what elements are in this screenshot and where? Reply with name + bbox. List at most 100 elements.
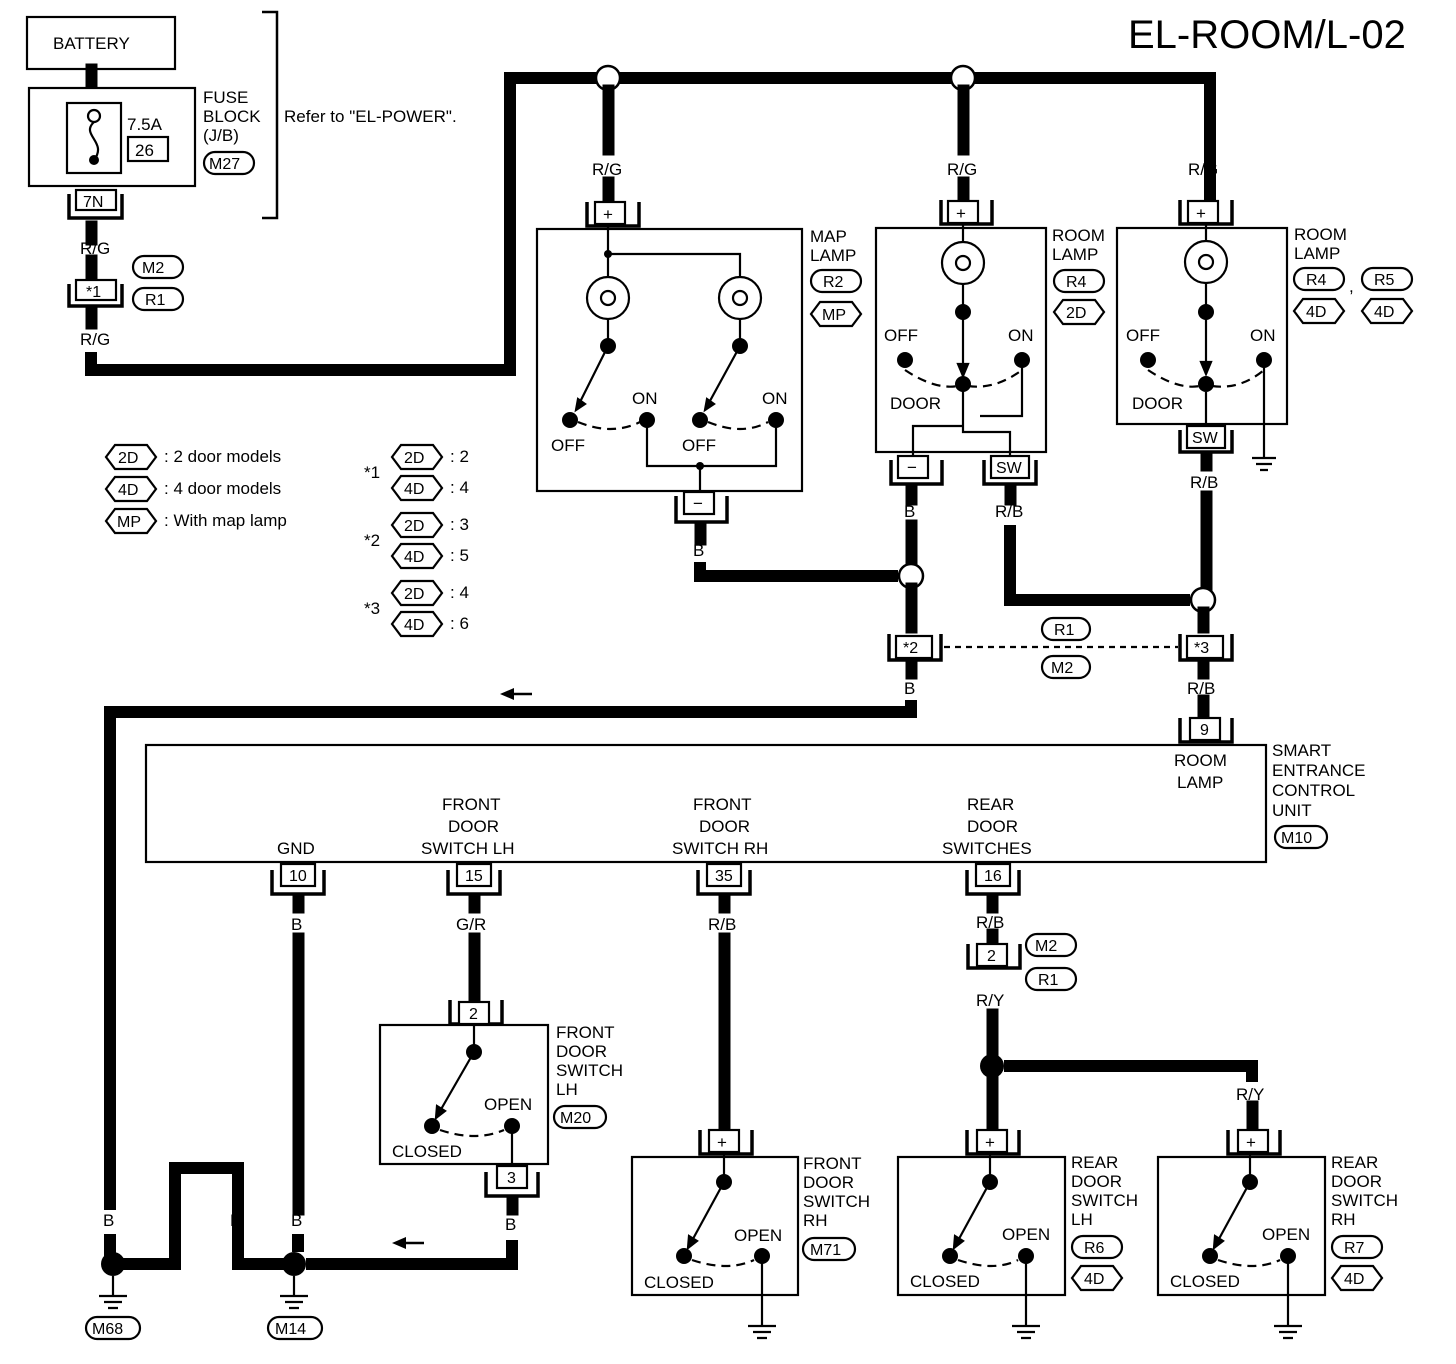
secu-fl-label: SWITCH LH	[421, 839, 515, 858]
connector-r1: R1	[145, 292, 166, 309]
fuse-number: 26	[135, 141, 154, 160]
legend-value: : 4	[450, 583, 469, 602]
page-title: EL-ROOM/L-02	[1128, 13, 1406, 57]
fdsw-rh-box	[630, 1155, 800, 1297]
ground-icon	[1012, 1256, 1040, 1340]
pin-minus: −	[907, 458, 917, 477]
secu-fr-label: FRONT	[693, 795, 752, 814]
fdsw-rh-label: RH	[803, 1211, 828, 1230]
legend-mp-desc: : With map lamp	[164, 511, 287, 530]
fuse-element-icon	[88, 121, 100, 161]
wire-label: B	[291, 1211, 302, 1230]
connector-r1: R1	[1054, 622, 1075, 639]
rdsw-rh-label: SWITCH	[1331, 1191, 1398, 1210]
battery-label: BATTERY	[53, 34, 130, 53]
connector-r4: R4	[1066, 274, 1087, 291]
connector-m68: M68	[92, 1321, 123, 1338]
fuse-label-1: FUSE	[203, 88, 248, 107]
wire-label: R/B	[995, 502, 1023, 521]
fdsw-rh-label: DOOR	[803, 1173, 854, 1192]
secu-fr-label: SWITCH RH	[672, 839, 768, 858]
map-lamp: R/G + ON ON OFF OFF MAP LAMP R2 MP	[535, 64, 898, 582]
off-label: OFF	[682, 436, 716, 455]
off-label: OFF	[551, 436, 585, 455]
pin-plus: +	[956, 204, 966, 223]
badge-2d: 2D	[404, 586, 424, 603]
pin-9: 9	[1200, 722, 1209, 739]
smart-entrance-control-unit: 9 ROOM LAMP SMART ENTRANCE CONTROL UNIT …	[144, 716, 1366, 896]
connector-m71: M71	[810, 1242, 841, 1259]
map-lamp-label: LAMP	[810, 246, 856, 265]
rdsw-rh-label: DOOR	[1331, 1172, 1382, 1191]
pin-plus: +	[1196, 204, 1206, 223]
rdsw-rh-label: REAR	[1331, 1153, 1378, 1172]
legend-2d-desc: : 2 door models	[164, 447, 281, 466]
ground-icon	[748, 1256, 776, 1340]
room-lamp-label: ROOM	[1052, 226, 1105, 245]
door-label: DOOR	[890, 394, 941, 413]
badge-2d: 2D	[404, 518, 424, 535]
secu-gnd-label: GND	[277, 839, 315, 858]
pin-2: 2	[987, 948, 996, 965]
on-label: ON	[632, 389, 658, 408]
fdsw-lh-label: SWITCH	[556, 1061, 623, 1080]
legend-value: : 2	[450, 447, 469, 466]
bulb-icon	[1183, 239, 1229, 285]
ground-section: B B B B B M68 M14	[84, 894, 518, 1341]
rdsw-lh-box	[896, 1155, 1067, 1297]
closed-label: CLOSED	[1170, 1272, 1240, 1291]
pin-plus: +	[1246, 1133, 1256, 1152]
ground-icon	[1252, 456, 1276, 472]
pin-10: 10	[289, 868, 307, 885]
wire-label: R/Y	[1236, 1085, 1264, 1104]
secu-label: ENTRANCE	[1272, 761, 1366, 780]
room-lamp-label: ROOM	[1294, 225, 1347, 244]
pin-plus: +	[985, 1133, 995, 1152]
wire-label: R/G	[947, 160, 977, 179]
connector-m10: M10	[1281, 830, 1312, 847]
room-lamp-2d: R/G + OFF ON DOOR − SW ROOM LAMP R4 2D	[874, 64, 1190, 634]
pin-plus: +	[717, 1133, 727, 1152]
wire-label: R/G	[1188, 160, 1218, 179]
fdsw-lh-label: FRONT	[556, 1023, 615, 1042]
room-lamp-label: LAMP	[1294, 244, 1340, 263]
ground-icon	[1274, 1256, 1302, 1340]
wire-label: B	[693, 541, 704, 560]
bulb-icon	[585, 275, 631, 321]
ground-icon	[99, 1276, 127, 1310]
badge-4d: 4D	[1344, 1271, 1364, 1288]
closed-label: CLOSED	[910, 1272, 980, 1291]
fdsw-lh-label: LH	[556, 1080, 578, 1099]
power-feed: BATTERY 7.5A 26 FUSE BLOCK (J/B) M27 Ref…	[25, 10, 1216, 376]
open-label: OPEN	[1002, 1225, 1050, 1244]
door-label: DOOR	[1132, 394, 1183, 413]
pin-plus: +	[603, 205, 613, 224]
fdsw-lh-label: DOOR	[556, 1042, 607, 1061]
fdsw-rh-label: FRONT	[803, 1154, 862, 1173]
pin-sw: SW	[1192, 430, 1219, 447]
connector-m20: M20	[560, 1110, 591, 1127]
badge-4d: 4D	[1374, 304, 1394, 321]
wire-label: R/B	[976, 913, 1004, 932]
front-door-switch-rh: R/B + OPEN CLOSED FRONT DOOR SWITCH RH M…	[630, 894, 870, 1340]
secu-rd-label: SWITCHES	[942, 839, 1032, 858]
fuse-pin: 7N	[83, 194, 103, 211]
rdsw-rh-box	[1156, 1155, 1327, 1297]
bulb-icon	[940, 240, 986, 286]
rdsw-lh-label: DOOR	[1071, 1172, 1122, 1191]
badge-4d: 4D	[404, 617, 424, 634]
open-label: OPEN	[484, 1095, 532, 1114]
wire-label: B	[904, 502, 915, 521]
badge-4d: 4D	[1084, 1271, 1104, 1288]
battery-box	[25, 15, 177, 71]
secu-fl-label: FRONT	[442, 795, 501, 814]
legend: 2D : 2 door models 4D : 4 door models MP…	[104, 443, 469, 638]
pin-35: 35	[715, 868, 733, 885]
secu-label: SMART	[1272, 741, 1331, 760]
connector-m2: M2	[1051, 660, 1073, 677]
pin-star1: *1	[86, 284, 101, 301]
refer-note: Refer to "EL-POWER".	[284, 107, 457, 126]
fuse-rating: 7.5A	[127, 115, 163, 134]
wire-label: R/B	[1187, 679, 1215, 698]
